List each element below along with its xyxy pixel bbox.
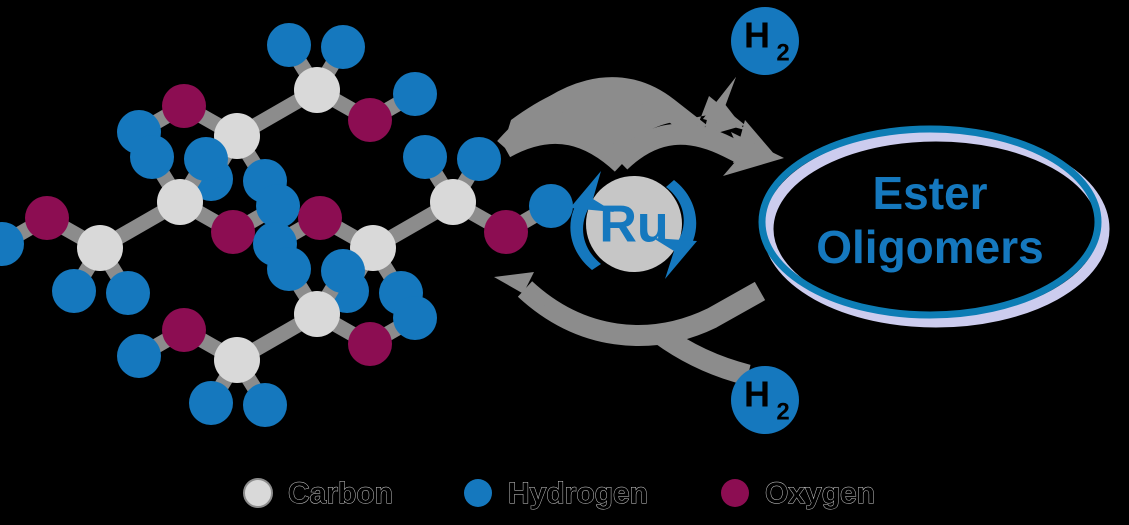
ester-label-line1: Ester xyxy=(872,167,987,219)
h2-bottom: H 2 xyxy=(731,366,799,434)
ester-ellipse xyxy=(758,125,1102,319)
legend-label-carbon: Carbon xyxy=(288,477,393,510)
h2-bottom-subscript: 2 xyxy=(776,398,789,425)
legend-label-oxygen: Oxygen xyxy=(765,477,875,510)
catalyst-cycle-arrow-left xyxy=(570,171,614,270)
legend-item-oxygen: Oxygen xyxy=(721,476,875,510)
legend-dot-carbon xyxy=(243,478,273,508)
h2-bottom-element: H xyxy=(744,374,770,415)
ester-label-line2: Oligomers xyxy=(816,221,1044,273)
legend-item-carbon: Carbon xyxy=(243,476,393,510)
legend-label-hydrogen: Hydrogen xyxy=(508,477,648,510)
catalyst-label: Ru xyxy=(599,196,668,254)
catalyst-cycle-arrow-right xyxy=(653,180,697,279)
legend-dot-hydrogen xyxy=(464,479,492,507)
catalyst-circle xyxy=(586,176,682,272)
ester-ellipse-shadow xyxy=(762,130,1110,328)
hydrogenation-arrow xyxy=(494,272,766,386)
dehydrogenation-arrow-body xyxy=(497,77,784,176)
legend-dot-oxygen xyxy=(721,479,749,507)
legend-item-hydrogen: Hydrogen xyxy=(464,476,648,510)
h2-top: H 2 xyxy=(731,7,799,75)
h2-top-element: H xyxy=(744,15,770,56)
h2-top-subscript: 2 xyxy=(776,39,789,66)
